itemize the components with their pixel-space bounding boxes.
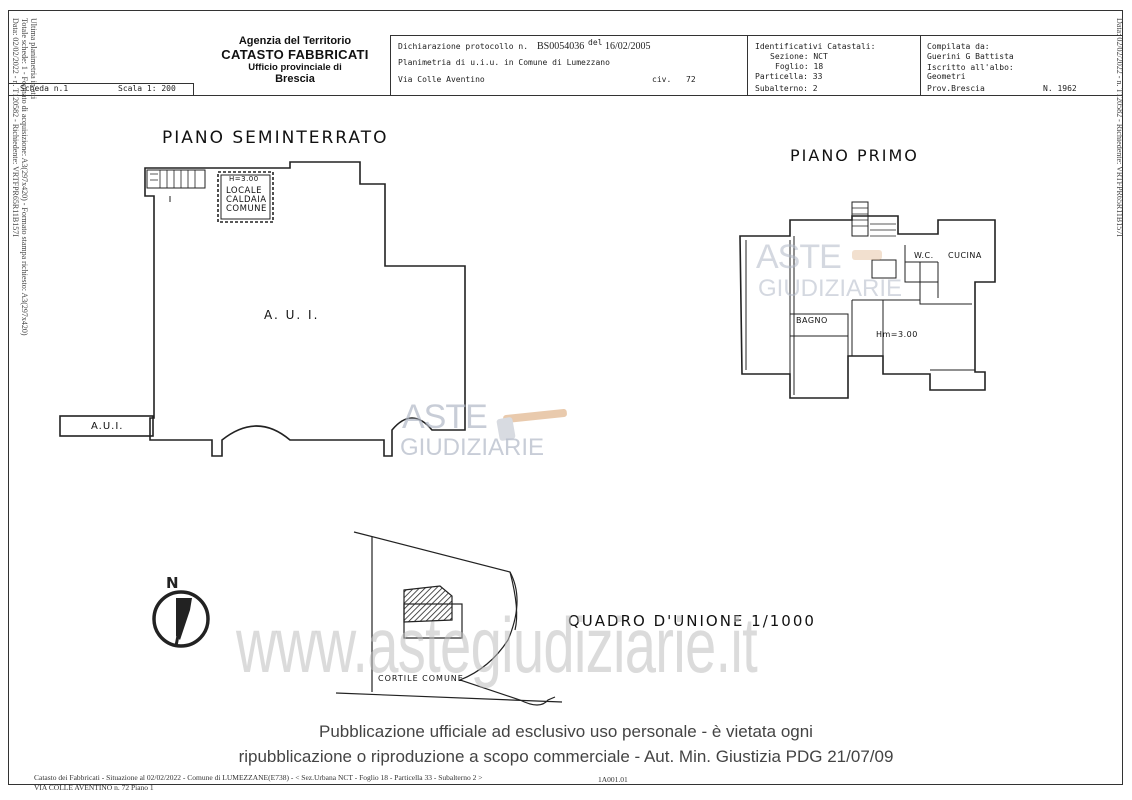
identificativi-title: Identificativi Catastali:: [755, 42, 876, 51]
footer-line2: VIA COLLE AVENTINO n. 72 Piano 1: [34, 783, 154, 792]
header-rule: [8, 83, 193, 84]
ufficio-city: Brescia: [275, 73, 315, 85]
foglio: Foglio: 18: [775, 62, 824, 71]
header-top-rule: [390, 35, 1123, 36]
cucina-label: CUCINA: [948, 251, 982, 260]
watermark-url: www.astegiudiziarie.it: [236, 601, 758, 689]
subalterno: Subalterno: 2: [755, 84, 818, 93]
hm-label: Hm=3.00: [876, 330, 918, 339]
site-boundary: [353, 531, 556, 706]
stair-primo: [851, 201, 869, 237]
aui-small-label: A.U.I.: [91, 421, 124, 432]
prov-label: Prov.Brescia: [927, 84, 985, 93]
building-footprint: [403, 585, 463, 639]
aui-main-label: A. U. I.: [264, 308, 320, 322]
bagno-label: BAGNO: [796, 316, 828, 325]
numero-albo: N. 1962: [1043, 84, 1077, 93]
wc-label: W.C.: [914, 251, 934, 260]
albo-label: Geometri: [927, 72, 966, 81]
small-aui-outline: [59, 415, 154, 437]
caldaia-label: CALDAIA: [226, 195, 267, 205]
header-divider: [747, 35, 748, 95]
comune-label: COMUNE: [226, 204, 267, 214]
header-bottom-rule: [8, 95, 1123, 96]
agency-name: Agenzia del Territorio: [238, 35, 352, 47]
protocollo-number: BS0054036: [537, 41, 585, 52]
compilata-title: Compilata da:: [927, 42, 990, 51]
cortile-label: CORTILE COMUNE: [378, 674, 464, 683]
watermark-aste: ASTE: [402, 398, 488, 436]
watermark-aste-2: ASTE: [756, 238, 842, 276]
north-arrow: [152, 590, 210, 648]
iscritto-label: Iscritto all'albo:: [927, 63, 1014, 72]
scala-label: Scala 1: 200: [118, 84, 176, 93]
catasto-title: CATASTO FABBRICATI: [221, 47, 369, 62]
address: Via Colle Aventino: [398, 75, 485, 84]
watermark-giudiziarie: GIUDIZIARIE: [400, 434, 545, 461]
civ-label: civ.: [652, 75, 672, 84]
dichiarazione-label: Dichiarazione protocollo n.: [398, 42, 529, 51]
particella: Particella: 33: [755, 72, 823, 81]
header-divider: [390, 35, 391, 95]
protocollo-date: 16/02/2005: [605, 41, 651, 52]
header-divider: [193, 83, 194, 95]
sezione: Sezione: NCT: [770, 52, 828, 61]
locale-caldaia-outline: [217, 171, 274, 223]
primo-title: PIANO PRIMO: [790, 146, 919, 165]
agency-block: Agenzia del Territorio CATASTO FABBRICAT…: [200, 35, 390, 85]
civ-number: 72: [686, 75, 696, 84]
footer-mark: 1A001.01: [598, 775, 628, 784]
stair-seminterrato: [146, 169, 206, 189]
caldaia-height: H=3.00: [229, 175, 259, 183]
locale-label: LOCALE: [226, 186, 262, 196]
footer-line1: Catasto dei Fabbricati - Situazione al 0…: [34, 773, 483, 782]
publication-notice-line1: Pubblicazione ufficiale ad esclusivo uso…: [319, 722, 813, 741]
header-divider: [920, 35, 921, 95]
compilata-name: Guerini G Battista: [927, 52, 1014, 61]
publication-notice-line2: ripubblicazione o riproduzione a scopo c…: [238, 747, 894, 766]
north-label: N: [166, 574, 179, 592]
seminterrato-title: PIANO SEMINTERRATO: [162, 128, 389, 148]
sheet-border: [8, 10, 1123, 785]
primo-outline: [739, 215, 996, 399]
watermark-giudiziarie-2: GIUDIZIARIE: [758, 275, 903, 302]
quadro-unione-label: QUADRO D'UNIONE 1/1000: [568, 612, 816, 630]
gavel-watermark: [496, 250, 882, 441]
seminterrato-outline: [144, 161, 466, 457]
del-label: del: [588, 38, 603, 47]
planimetria-label: Planimetria di u.i.u. in Comune di Lumez…: [398, 58, 610, 67]
ufficio-label: Ufficio provinciale di: [248, 62, 342, 73]
scheda-label: Scheda n.1: [20, 84, 69, 93]
